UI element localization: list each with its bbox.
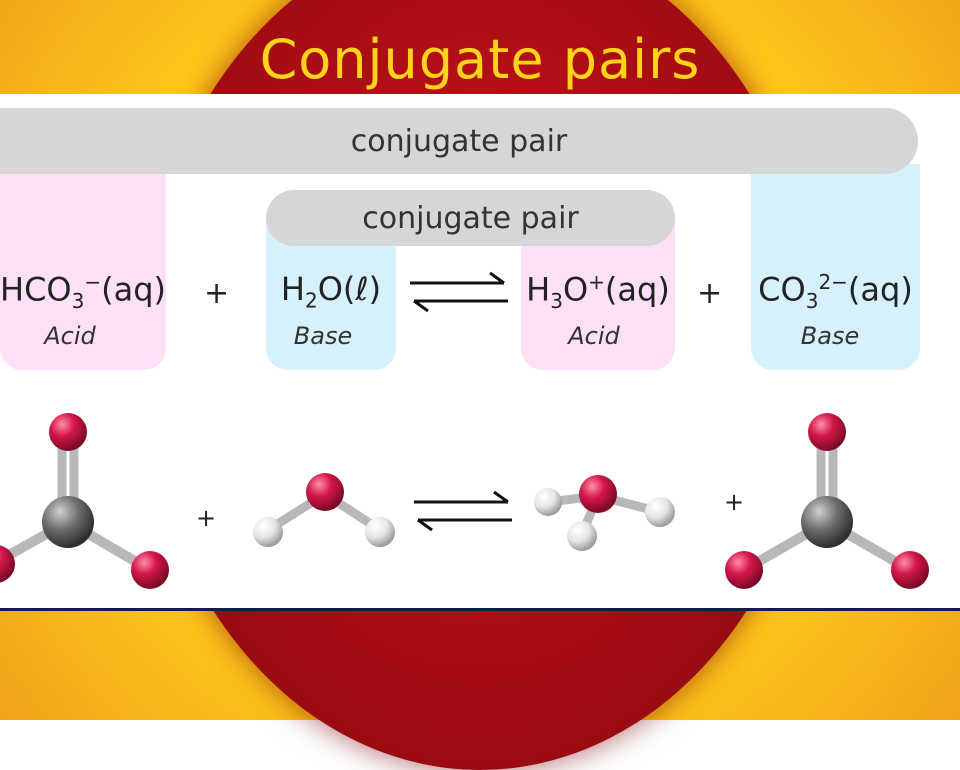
acid-column-h3o [521,222,675,370]
water-model-icon [253,473,395,547]
species-h2o: H2O(ℓ) [280,270,382,313]
molecule-plus-1: + [196,504,216,532]
carbonate-model-icon [725,413,929,589]
inner-conjugate-pair-bar: conjugate pair [266,190,675,246]
hydronium-model-icon [534,475,675,551]
base-column-h2o [266,222,396,370]
base-column-co3 [751,164,920,370]
inner-conjugate-pair-label: conjugate pair [362,200,579,236]
molecule-plus-2: + [724,488,744,516]
species-h3o: H3O+(aq) [526,270,670,314]
molecule-equilibrium-arrows-icon [414,490,512,532]
species-hco3: HCO3−(aq) [0,270,166,314]
equilibrium-arrows-icon [410,271,508,313]
outer-conjugate-pair-bar: conjugate pair [0,108,918,174]
role-label-acid-2: Acid [568,322,620,350]
bicarbonate-model-icon [0,413,169,589]
outer-conjugate-pair-label: conjugate pair [350,123,568,159]
plus-sign-2: + [697,276,723,311]
plus-sign-1: + [204,276,230,311]
role-label-base-1: Base [293,322,353,350]
role-label-base-2: Base [800,322,860,350]
slide-title: Conjugate pairs [259,28,701,91]
diagram-panel: conjugate pair conjugate pair HCO3−(aq) … [0,94,960,611]
species-co3: CO32−(aq) [758,270,913,314]
molecule-models: + + [0,413,929,589]
role-label-acid-1: Acid [44,322,96,350]
acid-column-hco3 [0,164,166,370]
